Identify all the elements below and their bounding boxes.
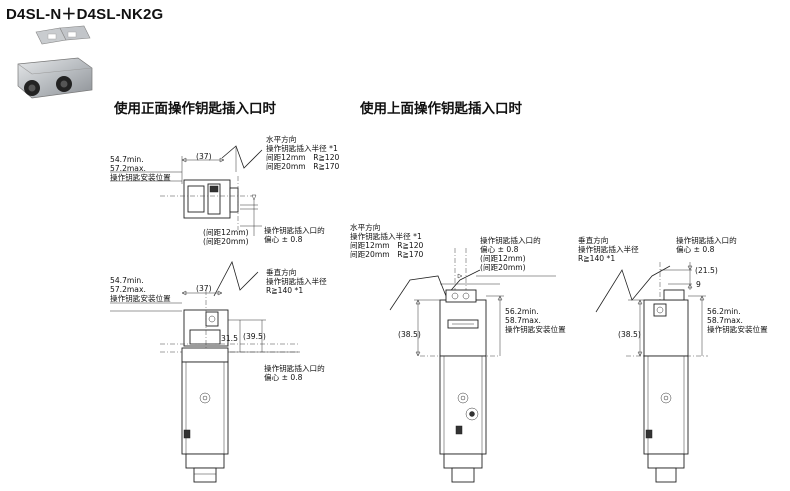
top-right-dim-215: (21.5) [695, 266, 718, 275]
dim-min: 54.7min. [110, 155, 144, 164]
top-left-eccentric: 操作钥匙插入口的 偏心 ± 0.8 (间距12mm) (间距20mm) [480, 236, 541, 272]
direction: 水平方向 [350, 223, 381, 232]
radius-12: 间距12mm R≧120 [350, 241, 424, 250]
eccentric-title: 操作钥匙插入口的 [264, 226, 325, 235]
eccentric-title: 操作钥匙插入口的 [676, 236, 737, 245]
radius-text: 操作钥匙插入半径 [578, 245, 639, 254]
gap-20: (间距20mm) [480, 263, 526, 272]
front-lower-dim-395: (39.5) [243, 332, 266, 341]
front-upper-view [110, 145, 263, 236]
dim-max: 58.7max. [707, 316, 743, 325]
top-right-dim-9: 9 [696, 280, 701, 289]
front-lower-dim-37: (37) [196, 284, 212, 293]
mount-position: 操作钥匙安装位置 [110, 294, 171, 303]
mount-position: 操作钥匙安装位置 [505, 325, 566, 334]
dim-max: 57.2max. [110, 285, 146, 294]
front-lower-mount-label: 54.7min. 57.2max. 操作钥匙安装位置 [110, 276, 171, 303]
front-lower-view [110, 260, 300, 483]
radius-value: R≧140 *1 [266, 286, 304, 295]
eccentric-value: 偏心 ± 0.8 [676, 245, 715, 254]
direction: 水平方向 [266, 135, 297, 144]
top-right-radius-note: 垂直方向 操作钥匙插入半径 R≧140 *1 [578, 236, 639, 263]
dim-min: 56.2min. [505, 307, 539, 316]
front-upper-radius-note: 水平方向 操作钥匙插入半径 *1 间距12mm R≧120 间距20mm R≧1… [266, 135, 339, 171]
dim-max: 58.7max. [505, 316, 541, 325]
top-left-view [389, 248, 556, 483]
model-title: D4SL-N＋D4SL-NK2G [6, 6, 164, 23]
front-lower-dim-315: 31.5 [221, 334, 238, 343]
radius-text: 操作钥匙插入半径 *1 [350, 232, 422, 241]
top-heading: 使用上面操作钥匙插入口时 [360, 101, 522, 117]
eccentric-title: 操作钥匙插入口的 [480, 236, 541, 245]
radius-20: 间距20mm R≧170 [350, 250, 424, 259]
top-right-view [595, 262, 708, 483]
operation-key-photo [17, 25, 93, 99]
gap-12: (间距12mm) [480, 254, 526, 263]
top-right-eccentric: 操作钥匙插入口的 偏心 ± 0.8 [676, 236, 737, 254]
radius-value: R≧140 *1 [578, 254, 616, 263]
mount-position: 操作钥匙安装位置 [707, 325, 768, 334]
front-heading: 使用正面操作钥匙插入口时 [114, 101, 276, 117]
front-lower-radius-note: 垂直方向 操作钥匙插入半径 R≧140 *1 [266, 268, 327, 295]
front-upper-gaps: (间距12mm) (间距20mm) [203, 228, 249, 246]
top-left-dim-385: (38.5) [398, 330, 421, 339]
radius-text: 操作钥匙插入半径 [266, 277, 327, 286]
radius-text: 操作钥匙插入半径 *1 [266, 144, 338, 153]
top-right-dim-385: (38.5) [618, 330, 641, 339]
radius-12: 间距12mm R≧120 [266, 153, 340, 162]
dim-max: 57.2max. [110, 164, 146, 173]
front-upper-dim-37: (37) [196, 152, 212, 161]
direction: 垂直方向 [578, 236, 609, 245]
gap-12: (间距12mm) [203, 228, 249, 237]
eccentric-title: 操作钥匙插入口的 [264, 364, 325, 373]
dim-min: 54.7min. [110, 276, 144, 285]
eccentric-value: 偏心 ± 0.8 [264, 373, 303, 382]
dim-min: 56.2min. [707, 307, 741, 316]
direction: 垂直方向 [266, 268, 297, 277]
front-upper-eccentric: 操作钥匙插入口的 偏心 ± 0.8 [264, 226, 325, 244]
radius-20: 间距20mm R≧170 [266, 162, 340, 171]
eccentric-value: 偏心 ± 0.8 [480, 245, 519, 254]
eccentric-value: 偏心 ± 0.8 [264, 235, 303, 244]
front-lower-eccentric: 操作钥匙插入口的 偏心 ± 0.8 [264, 364, 325, 382]
top-left-mount-label: 56.2min. 58.7max. 操作钥匙安装位置 [505, 307, 566, 334]
front-upper-mount-label: 54.7min. 57.2max. 操作钥匙安装位置 [110, 155, 171, 182]
top-right-mount-label: 56.2min. 58.7max. 操作钥匙安装位置 [707, 307, 768, 334]
gap-20: (间距20mm) [203, 237, 249, 246]
mount-position: 操作钥匙安装位置 [110, 173, 171, 182]
top-left-radius-note: 水平方向 操作钥匙插入半径 *1 间距12mm R≧120 间距20mm R≧1… [350, 223, 423, 259]
